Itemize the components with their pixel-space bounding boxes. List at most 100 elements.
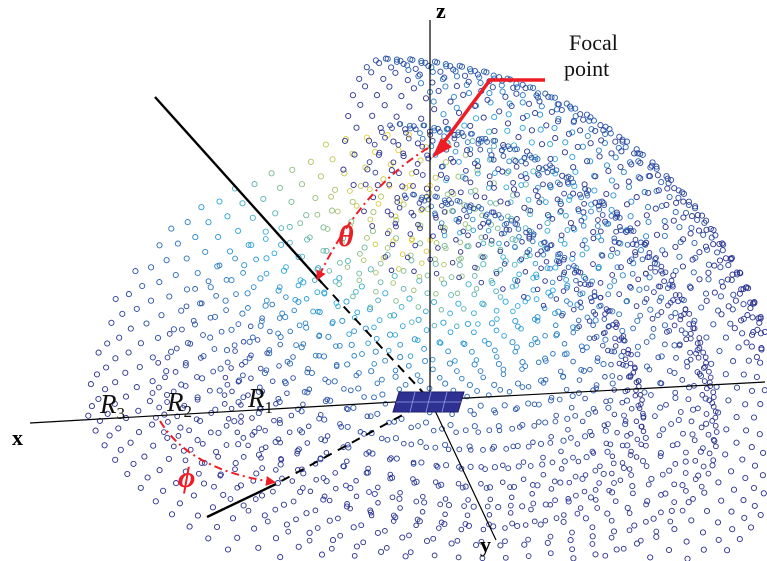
shell-point [267, 328, 273, 335]
shell-point [181, 402, 188, 409]
shell-point [597, 228, 604, 235]
shell-point [390, 312, 398, 319]
shell-point [557, 181, 563, 188]
shell-point [198, 300, 205, 307]
shell-point [627, 283, 633, 290]
shell-point [471, 423, 478, 430]
shell-point [438, 276, 445, 282]
shell-point [461, 207, 467, 213]
shell-point [351, 353, 357, 359]
shell-point [520, 476, 527, 482]
shell-point [658, 263, 665, 270]
shell-point [687, 335, 694, 342]
shell-point [384, 55, 391, 62]
shell-point [525, 100, 533, 107]
shell-point [733, 384, 741, 391]
shell-point [375, 200, 382, 207]
shell-point [430, 535, 437, 542]
shell-point [522, 298, 528, 305]
shell-point [557, 198, 564, 205]
shell-point [377, 124, 384, 132]
shell-point [486, 512, 493, 518]
shell-point [522, 269, 529, 275]
shell-point [628, 448, 634, 455]
shell-point [127, 325, 134, 332]
shell-point [371, 324, 377, 331]
shell-point [690, 496, 696, 502]
shell-point [380, 75, 387, 82]
shell-point [433, 215, 439, 221]
shell-point [685, 201, 692, 209]
shell-point [513, 163, 520, 170]
shell-point [658, 380, 665, 387]
shell-point [530, 287, 537, 293]
shell-point [542, 355, 549, 362]
shell-point [605, 220, 612, 227]
shell-point [277, 554, 284, 561]
shell-point [643, 285, 650, 292]
shell-point [292, 296, 299, 303]
shell-point [453, 104, 460, 111]
shell-point [663, 401, 669, 408]
shell-point [245, 242, 252, 248]
shell-point [521, 204, 528, 211]
shell-point [649, 315, 656, 322]
shell-point [259, 388, 266, 395]
shell-point [741, 514, 748, 521]
shell-point [602, 336, 609, 343]
shell-point [565, 498, 572, 505]
shell-point [554, 118, 562, 125]
shell-point [430, 98, 437, 105]
shell-point [437, 375, 443, 381]
shell-point [613, 324, 619, 330]
shell-point [740, 371, 747, 378]
shell-point [316, 308, 323, 316]
shell-point [358, 522, 365, 529]
shell-point [442, 511, 448, 518]
shell-point [592, 487, 599, 493]
shell-point [460, 228, 466, 235]
shell-point [679, 482, 686, 489]
shell-point [419, 143, 426, 150]
shell-point [571, 263, 577, 269]
shell-point [703, 217, 710, 224]
shell-point [682, 306, 689, 312]
shell-point [409, 319, 415, 325]
shell-point [530, 275, 537, 281]
shell-point [190, 317, 197, 324]
shell-point [423, 327, 430, 333]
shell-point [643, 501, 649, 508]
shell-point [745, 285, 752, 292]
shell-point [674, 441, 681, 448]
shell-point [601, 202, 607, 209]
shell-point [382, 357, 388, 364]
shell-point [263, 255, 270, 262]
shell-point [584, 158, 591, 165]
radius-label-r1: R1 [247, 383, 273, 417]
shell-point [137, 484, 144, 491]
shell-point [690, 325, 697, 332]
shell-point [122, 369, 129, 376]
shell-point [565, 426, 571, 433]
shell-point [232, 466, 238, 473]
shell-point [165, 419, 171, 425]
shell-point [351, 151, 358, 158]
shell-point [641, 241, 648, 247]
shell-point [622, 418, 629, 424]
shell-point [396, 495, 403, 502]
shell-point [348, 218, 355, 225]
shell-point [283, 294, 289, 300]
shell-point [740, 497, 747, 504]
shell-point [390, 159, 397, 166]
shell-point [579, 418, 586, 425]
shell-point [624, 241, 631, 248]
shell-point [598, 302, 604, 309]
shell-point [217, 365, 224, 372]
shell-point [738, 317, 745, 324]
shell-point [498, 147, 505, 154]
shell-point [547, 533, 554, 540]
shell-point [714, 519, 722, 526]
shell-point [277, 341, 283, 348]
shell-point [478, 538, 485, 545]
shell-point [293, 516, 299, 523]
